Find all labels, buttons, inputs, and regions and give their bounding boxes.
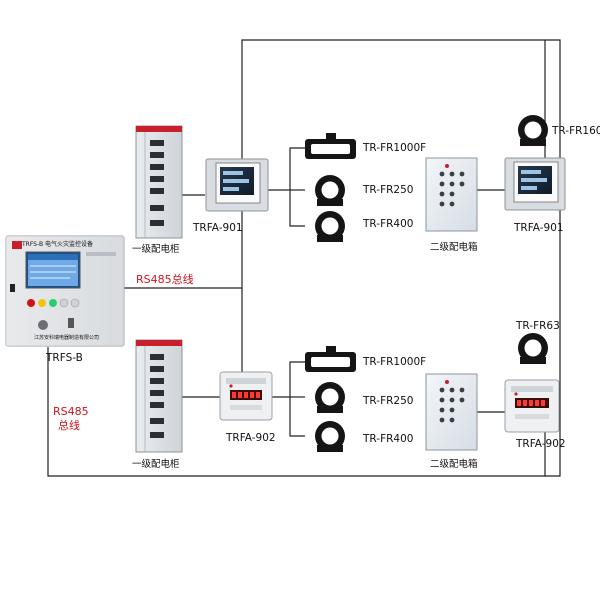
- meter-901-top-left: [205, 158, 269, 212]
- monitor-button-green: [49, 299, 57, 307]
- secondary-box-bottom-label: 二级配电箱: [430, 459, 478, 470]
- meter-902-bottom-right: [504, 379, 560, 433]
- sensor-bottom-3-label: TR-FR400: [363, 433, 414, 445]
- primary-cabinet-top: [135, 125, 183, 239]
- monitor-device: [5, 235, 125, 347]
- secondary-box-top: [425, 157, 478, 232]
- monitor-button-gray-1: [59, 298, 69, 308]
- monitor-title-text: TRFS-B 电气火灾监控设备: [22, 241, 93, 248]
- bracket-bottom-3: [289, 397, 305, 437]
- bus-line-main: [47, 39, 561, 477]
- monitor-button-gray-2: [70, 298, 80, 308]
- bus-top-label: RS485总线: [136, 273, 194, 286]
- bus-side-label-2: 总线: [58, 419, 80, 432]
- primary-cabinet-bottom-label: 一级配电柜: [132, 459, 180, 470]
- meter-top-left-label: TRFA-901: [193, 222, 243, 234]
- secondary-box-top-label: 二级配电箱: [430, 242, 478, 253]
- monitor-model-label: TRFS-B: [46, 352, 83, 364]
- meter-bottom-left-label: TRFA-902: [226, 432, 276, 444]
- meter-902-bottom-left: [219, 371, 273, 421]
- monitor-key-switch: [68, 318, 74, 328]
- sensor-top-3-label: TR-FR400: [363, 218, 414, 230]
- sensor-top-1-label: TR-FR1000F: [363, 142, 427, 154]
- meter-bottom-right-label: TRFA-902: [516, 438, 566, 450]
- primary-cabinet-bottom: [135, 339, 183, 453]
- sensor-round-bottom-400: [315, 421, 345, 452]
- secondary-box-bottom: [425, 373, 478, 451]
- sensor-round-bottom-250: [315, 382, 345, 413]
- monitor-button-yellow: [38, 299, 46, 307]
- meter-901-top-right: [504, 157, 566, 211]
- bus-side-label-1: RS485: [53, 405, 89, 418]
- sensor-rect-bottom: [305, 346, 356, 372]
- sensor-round-bottom-63: [518, 333, 548, 364]
- sensor-round-top-160: [518, 115, 548, 146]
- sensor-top-2-label: TR-FR250: [363, 184, 414, 196]
- bracket-top-3: [289, 190, 305, 227]
- sensor-rect-top: [305, 133, 356, 159]
- sensor-round-top-400: [315, 211, 345, 242]
- bracket-bottom: [272, 361, 305, 398]
- wiring: [47, 39, 561, 477]
- meter-top-right-label: TRFA-901: [514, 222, 564, 234]
- sensor-round-top-250: [315, 175, 345, 206]
- sensor-top-right-label: TR-FR160: [552, 125, 600, 137]
- monitor-button-red: [27, 299, 35, 307]
- sensor-bottom-right-label: TR-FR63: [516, 320, 560, 332]
- monitor-company-text: 江苏安科瑞电器制造有限公司: [34, 335, 100, 341]
- sensor-bottom-1-label: TR-FR1000F: [363, 356, 427, 368]
- primary-cabinet-top-label: 一级配电柜: [132, 244, 180, 255]
- monitor-logo-mark: [12, 241, 22, 249]
- sensor-bottom-2-label: TR-FR250: [363, 395, 414, 407]
- monitor-speaker: [38, 320, 48, 330]
- bracket-top: [268, 147, 305, 191]
